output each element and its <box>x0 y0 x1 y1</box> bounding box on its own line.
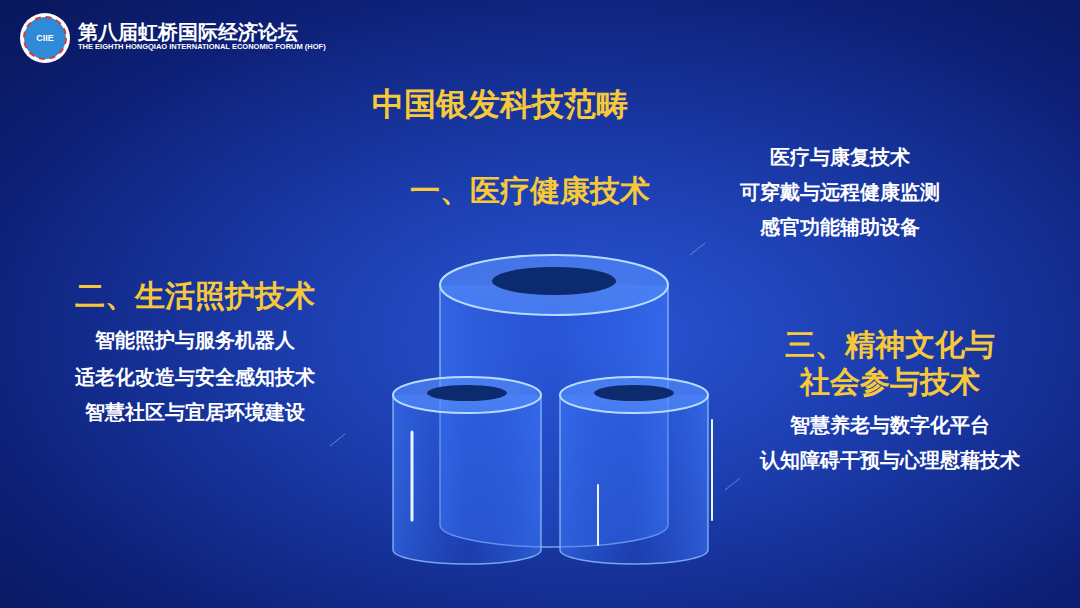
category-heading: 三、精神文化与 社会参与技术 <box>770 326 1010 400</box>
category-group: 三、精神文化与 社会参与技术智慧养老与数字化平台认知障碍干预与心理慰藉技术 <box>730 320 1052 482</box>
category-item: 适老化改造与安全感知技术 <box>40 365 350 389</box>
forum-logo <box>20 13 70 63</box>
category-item: 智慧养老与数字化平台 <box>730 413 1050 437</box>
category-group: 二、生活照护技术智能照护与服务机器人适老化改造与安全感知技术智慧社区与宜居环境建… <box>40 270 352 437</box>
forum-name: 第八届虹桥国际经济论坛 <box>78 20 378 44</box>
category-item: 可穿戴与远程健康监测 <box>685 180 995 204</box>
cylinder <box>560 377 712 564</box>
category-item: 感官功能辅助设备 <box>685 215 995 239</box>
category-heading: 一、医疗健康技术 <box>410 172 680 209</box>
category-group: 一、医疗健康技术医疗与康复技术可穿戴与远程健康监测感官功能辅助设备 <box>405 140 1027 260</box>
category-item: 医疗与康复技术 <box>685 145 995 169</box>
category-item: 智慧社区与宜居环境建设 <box>40 400 350 424</box>
category-heading: 二、生活照护技术 <box>40 277 350 314</box>
underline <box>20 243 1050 490</box>
diagram-title: 中国银发科技范畴 <box>300 84 700 124</box>
forum-name-english: THE EIGHTH HONGQIAO INTERNATIONAL ECONOM… <box>78 42 368 52</box>
category-item: 认知障碍干预与心理慰藉技术 <box>730 448 1050 472</box>
category-item: 智能照护与服务机器人 <box>40 328 350 352</box>
logo-text: CIIE <box>25 32 65 44</box>
cylinder <box>393 377 541 564</box>
